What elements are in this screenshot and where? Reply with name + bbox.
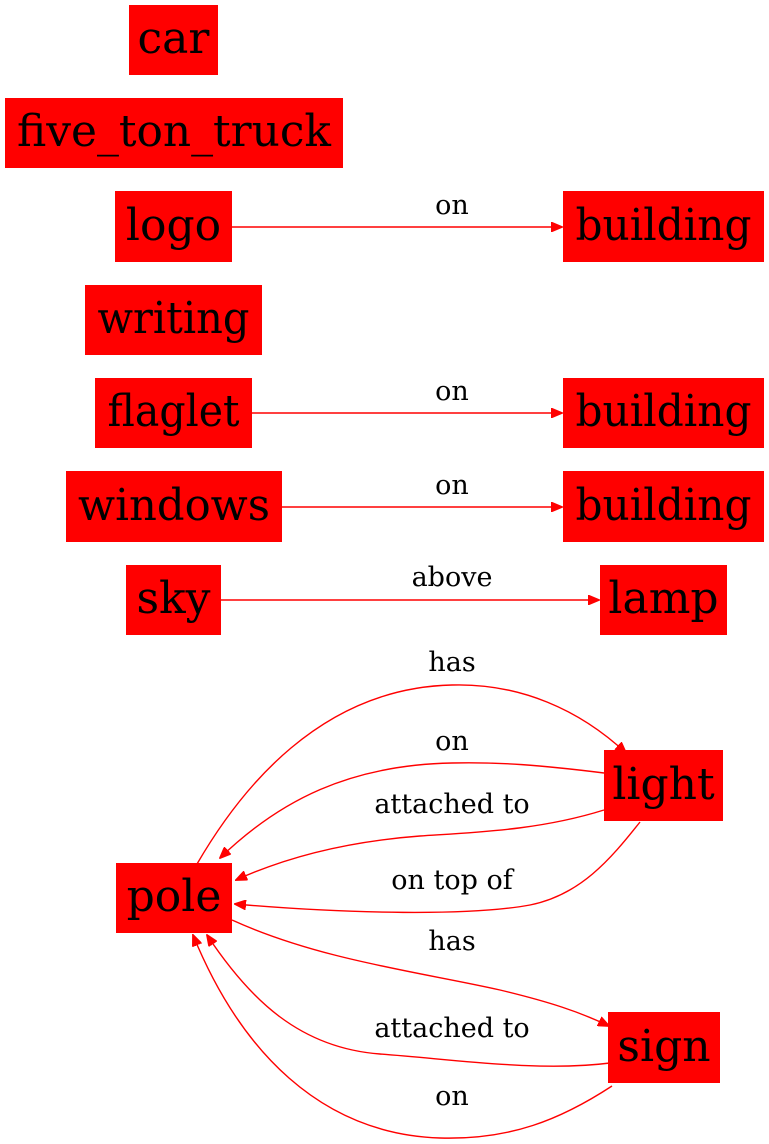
node-pole: pole [116, 863, 232, 933]
node-label-car: car [138, 13, 211, 64]
node-label-lamp: lamp [608, 573, 718, 624]
node-label-five-ton-truck: five_ton_truck [17, 106, 331, 157]
edge-pole-has-light [196, 684, 626, 865]
node-building-1: building [563, 191, 764, 262]
node-sky: sky [126, 565, 221, 635]
edge-label-logo-on-building: on [435, 190, 469, 221]
node-writing: writing [85, 285, 262, 355]
edge-light-on-top-of-pole [235, 821, 641, 914]
node-car: car [129, 5, 218, 75]
edge-label-sign-attached-to-pole: attached to [374, 1013, 529, 1044]
node-windows: windows [66, 471, 282, 542]
edge-light-attached-to-pole [236, 809, 605, 880]
edge-label-windows-on-building: on [435, 470, 469, 501]
node-light: light [604, 750, 723, 821]
edge-label-light-attached-to-pole: attached to [374, 789, 529, 820]
node-label-flaglet: flaglet [108, 386, 240, 437]
nodes: car five_ton_truck logo building writing… [5, 5, 764, 1083]
edge-pole-has-sign [231, 919, 609, 1026]
node-lamp: lamp [600, 565, 727, 635]
node-label-logo: logo [126, 200, 221, 251]
node-label-writing: writing [98, 293, 250, 344]
node-label-sky: sky [136, 573, 210, 624]
edge-label-pole-has-light: has [428, 647, 475, 678]
edge-label-pole-has-sign: has [428, 926, 475, 957]
node-sign: sign [608, 1012, 720, 1083]
edge-label-sky-above-lamp: above [412, 562, 493, 593]
node-building-3: building [563, 471, 764, 542]
node-label-sign: sign [617, 1021, 710, 1072]
edge-light-on-pole [220, 762, 605, 858]
edge-sign-on-pole [193, 935, 613, 1139]
node-label-windows: windows [78, 480, 270, 531]
node-label-building-1: building [576, 200, 752, 251]
edge-label-light-on-pole: on [435, 726, 469, 757]
node-label-light: light [612, 759, 715, 810]
edge-label-sign-on-pole: on [435, 1081, 469, 1112]
edges: on on on above has on attached to on top… [193, 190, 641, 1139]
node-label-pole: pole [127, 871, 222, 922]
node-building-2: building [563, 378, 764, 448]
node-flaglet: flaglet [95, 378, 252, 448]
node-label-building-3: building [576, 480, 752, 531]
node-label-building-2: building [576, 386, 752, 437]
edge-sign-attached-to-pole [207, 935, 611, 1067]
edge-label-flaglet-on-building: on [435, 376, 469, 407]
node-logo: logo [115, 191, 232, 262]
edge-label-light-on-top-of-pole: on top of [391, 865, 514, 896]
node-five-ton-truck: five_ton_truck [5, 98, 343, 168]
